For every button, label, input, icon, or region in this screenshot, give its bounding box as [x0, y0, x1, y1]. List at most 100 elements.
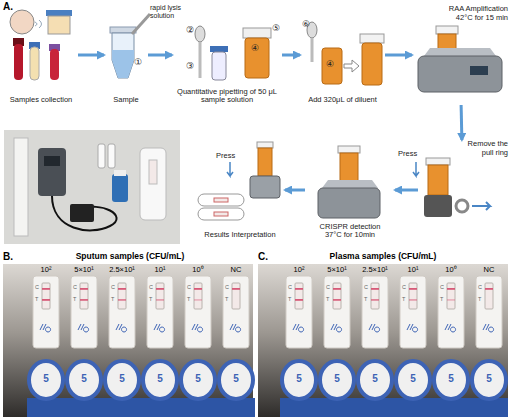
kit-photo-part [14, 138, 28, 236]
strip-line-label: C [187, 284, 191, 290]
strip-line-label: T [35, 296, 38, 302]
callout-number: ④ [251, 44, 259, 54]
raa-device [418, 26, 502, 92]
step-group: Add 320μL of diluent [300, 5, 385, 105]
concentration-label: 10¹ [408, 266, 419, 274]
pull-ring-illustration-part [456, 200, 468, 212]
panel-title: Plasma samples (CFU/mL) [330, 252, 437, 261]
strip-line-label: C [35, 284, 39, 290]
strip-line-label: T [478, 296, 481, 302]
concentration-label: 5×10¹ [74, 266, 93, 274]
cap-number: 5 [296, 373, 302, 384]
tube-illustration [110, 14, 150, 78]
strip-line-label: T [225, 296, 228, 302]
step-group: RAA Amplification 42°C for 15 min [412, 5, 508, 105]
flow-arrow [285, 189, 305, 192]
strip-line-label: T [73, 296, 76, 302]
strip-line-label: C [73, 284, 77, 290]
step-caption-block: CRISPR detection 37°C for 10min [311, 223, 389, 240]
raa-device-part [424, 48, 496, 56]
results-illustration-part [214, 212, 228, 216]
pull-ring-illustration-part [413, 162, 419, 176]
pipetting-illustration [195, 26, 271, 80]
kit-photo-part [98, 144, 105, 168]
strip-line-label: C [111, 284, 115, 290]
plasma-photo-part [470, 276, 508, 417]
raa-device-part [418, 56, 502, 92]
flow-arrow [460, 105, 464, 140]
concentration-label: 10² [41, 266, 52, 274]
samples-illustration-part [48, 16, 70, 34]
strip-line-label: C [225, 284, 229, 290]
plasma-photo-part [356, 276, 394, 417]
cap-number: 5 [43, 373, 49, 384]
action-label: Press [398, 150, 417, 158]
cap-number: 5 [334, 373, 340, 384]
plasma-photo-part [409, 299, 417, 301]
samples-illustration-part [14, 44, 23, 80]
diluent-illustration-part [322, 48, 342, 84]
pull-ring-illustration-part [424, 195, 452, 217]
step-caption-block: Samples collection [4, 96, 78, 105]
samples-illustration-part [35, 20, 42, 28]
tube-illustration-part [132, 14, 150, 34]
plasma-photo-part [295, 299, 303, 301]
callout-number: ② [186, 26, 194, 36]
sputum-photo-part [65, 276, 103, 417]
raa-device-part [436, 26, 458, 34]
strip-line-label: C [478, 284, 482, 290]
pull-ring-illustration-part [426, 158, 450, 165]
sputum-photo-part [141, 276, 179, 417]
strip-line-label: C [364, 284, 368, 290]
pipetting-illustration-part [243, 28, 271, 38]
flow-arrow [78, 54, 104, 57]
pull-ring-illustration-part [428, 165, 448, 195]
concentration-label: NC [484, 266, 495, 274]
pipetting-illustration-part [210, 46, 228, 52]
pipetting-illustration-part [195, 26, 205, 42]
kit-photo-part [70, 204, 94, 222]
step-caption: CRISPR detection 37°C for 10min [311, 223, 389, 240]
step-group: Remove the pull ring [418, 140, 508, 240]
results-illustration-part [198, 208, 244, 220]
strip-line-label: T [364, 296, 367, 302]
callout-number: ④ [326, 60, 334, 70]
concentration-label: 2.5×10¹ [109, 266, 135, 274]
sputum-photo-part [156, 299, 164, 301]
diluent-illustration-part [311, 38, 314, 62]
step-caption-block: Results Interpretation [194, 231, 286, 240]
step-caption-block: Quantitative pipetting of 50 μL sample s… [172, 88, 282, 105]
plasma-photo-part [394, 276, 432, 417]
kit-photo-part [114, 170, 126, 176]
strip-line-label: C [402, 284, 406, 290]
panel-letter: C. [258, 251, 268, 262]
crispr-device [318, 146, 380, 218]
diluent-illustration-part [362, 43, 382, 85]
plasma-photo [258, 264, 508, 417]
callout-number: ① [134, 58, 142, 68]
strip-line-label: T [288, 296, 291, 302]
step-caption: Samples collection [4, 96, 78, 105]
kit-photo-part [44, 156, 60, 166]
crispr-device-part [338, 146, 360, 153]
flow-arrow [148, 54, 172, 57]
cap-number: 5 [119, 373, 125, 384]
sputum-photo-part [217, 276, 255, 417]
kit-photo-part [38, 148, 66, 196]
step-caption: Sample [104, 96, 148, 105]
callout-number: ⑤ [272, 24, 280, 34]
callout-number: ③ [186, 62, 194, 72]
concentration-label: 2.5×10¹ [362, 266, 388, 274]
strip-line-label: T [440, 296, 443, 302]
samples-illustration-part [30, 47, 39, 80]
step-caption-block: Remove the pull ring [462, 140, 508, 157]
plasma-photo-part [371, 299, 379, 301]
plasma-photo-part [258, 264, 508, 417]
plasma-photo-part [280, 276, 318, 417]
strip-line-label: T [187, 296, 190, 302]
sputum-photo-part [3, 264, 253, 417]
sputum-photo [3, 264, 255, 417]
step-caption-block: Add 320μL of diluent [300, 96, 385, 105]
concentration-label: 5×10¹ [327, 266, 346, 274]
